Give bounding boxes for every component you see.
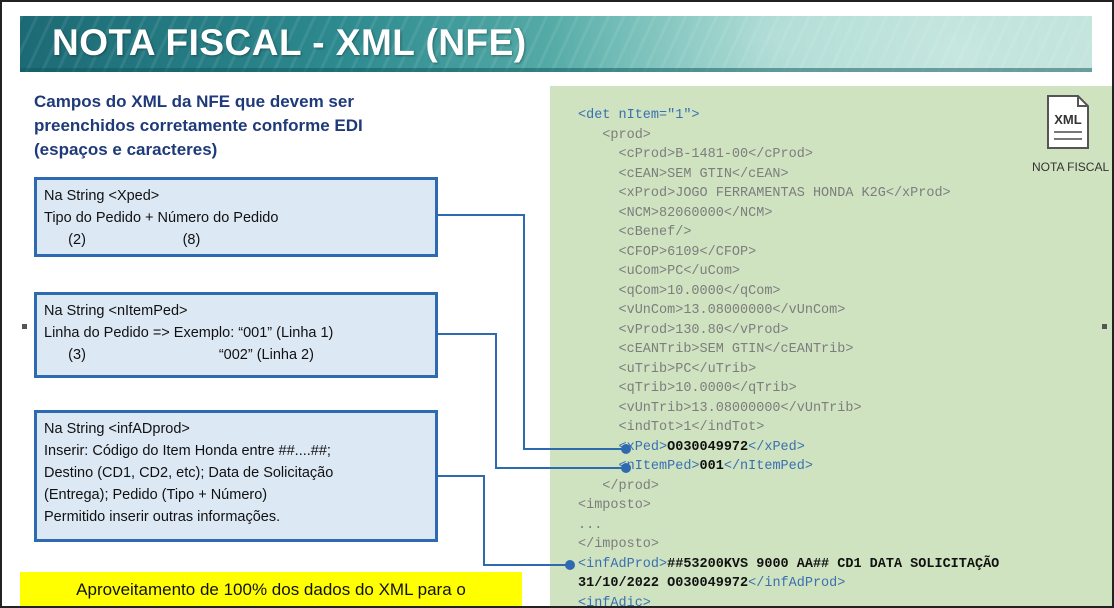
code-line: <prod> <box>578 127 651 143</box>
box-line: Inserir: Código do Item Honda entre ##..… <box>44 443 331 459</box>
box-line: Na String <Xped> <box>44 188 160 204</box>
code-value: ##53200KVS 9000 AA## CD1 DATA SOLICITAÇÃ… <box>667 556 1000 572</box>
highlight-note: Aproveitamento de 100% dos dados do XML … <box>20 572 522 606</box>
code-value: O030049972 <box>667 439 749 455</box>
box-line: (3) “002” (Linha 2) <box>44 347 314 363</box>
code-line: <uTrib>PC</uTrib> <box>578 361 757 377</box>
code-line: <cProd>B-1481-00</cProd> <box>578 147 813 162</box>
code-line-nitemped: <nItemPed>001</nItemPed> <box>578 457 999 477</box>
code-line: <uCom>PC</uCom> <box>578 264 741 279</box>
code-line: <NCM>82060000</NCM> <box>578 205 773 221</box>
box-line: Permitido inserir outras informações. <box>44 509 281 525</box>
code-line: <imposto> <box>578 498 651 513</box>
banner-texture <box>20 16 1092 72</box>
code-tag: <nItemPed> <box>618 459 700 474</box>
section-heading: Campos do XML da NFE que devem ser preen… <box>34 92 363 159</box>
xml-icon-text: XML <box>1054 112 1082 127</box>
code-line: <qTrib>10.0000</qTrib> <box>578 381 797 396</box>
xml-file-icon: XML <box>1047 95 1089 149</box>
resize-handle[interactable] <box>1102 324 1107 329</box>
code-value: 001 <box>699 459 724 474</box>
code-line: <xProd>JOGO FERRAMENTAS HONDA K2G</xProd… <box>578 186 951 201</box>
box-line: Destino (CD1, CD2, etc); Data de Solicit… <box>44 465 334 481</box>
xped-info-box: Na String <Xped> Tipo do Pedido + Número… <box>34 177 438 257</box>
code-line: <cEAN>SEM GTIN</cEAN> <box>578 166 789 182</box>
box-line: Na String <nItemPed> <box>44 303 188 319</box>
code-indent <box>578 459 619 474</box>
resize-handle[interactable] <box>22 324 27 329</box>
code-line: <vProd>130.80</vProd> <box>578 322 789 338</box>
code-line: <vUnCom>13.08000000</vUnCom> <box>578 303 846 318</box>
xml-code-panel: <det nItem="1"> <prod> <cProd>B-1481-00<… <box>550 86 1112 608</box>
code-tag: </infAdProd> <box>748 576 846 591</box>
code-line: <det nItem="1"> <box>578 108 700 123</box>
code-line: <cBenef/> <box>578 225 692 240</box>
code-line: </prod> <box>578 478 660 494</box>
box-line: Linha do Pedido => Exemplo: “001” (Linha… <box>44 325 334 341</box>
infadprod-info-box: Na String <infADprod> Inserir: Código do… <box>34 410 438 542</box>
code-tag: <xPed> <box>618 439 668 455</box>
code-indent <box>578 440 619 455</box>
code-line: <qCom>10.0000</qCom> <box>578 283 781 299</box>
box-line: (2) (8) <box>44 232 201 248</box>
code-line-infadprod-cont: 31/10/2022 O030049972</infAdProd> <box>578 574 999 594</box>
code-line: <cEANTrib>SEM GTIN</cEANTrib> <box>578 342 854 357</box>
banner-underline <box>20 68 1092 72</box>
title-banner: NOTA FISCAL - XML (NFE) <box>20 16 1092 72</box>
xml-code-block: <det nItem="1"> <prod> <cProd>B-1481-00<… <box>578 106 999 608</box>
code-tag: </xPed> <box>748 439 805 455</box>
code-tag: <infAdProd> <box>578 556 668 572</box>
page-title: NOTA FISCAL - XML (NFE) <box>52 22 527 63</box>
xml-icon-caption: NOTA FISCAL <box>1032 160 1110 174</box>
code-line-xped: <xPed>O030049972</xPed> <box>578 438 999 458</box>
connector-infadprod <box>438 475 568 566</box>
code-line: ... <box>578 517 603 533</box>
code-line-infadprod: <infAdProd>##53200KVS 9000 AA## CD1 DATA… <box>578 555 999 575</box>
code-line: <CFOP>6109</CFOP> <box>578 244 757 260</box>
box-line: (Entrega); Pedido (Tipo + Número) <box>44 487 268 503</box>
box-line: Tipo do Pedido + Número do Pedido <box>44 210 279 226</box>
code-tag: </nItemPed> <box>723 459 813 474</box>
code-line: <vUnTrib>13.08000000</vUnTrib> <box>578 400 862 416</box>
nitemped-info-box: Na String <nItemPed> Linha do Pedido => … <box>34 292 438 378</box>
box-line: Na String <infADprod> <box>44 421 190 437</box>
code-line: </imposto> <box>578 537 660 552</box>
code-value: 31/10/2022 O030049972 <box>578 576 749 591</box>
code-line-cut: <infAdic> <box>578 595 651 608</box>
code-line: <indTot>1</indTot> <box>578 420 765 435</box>
